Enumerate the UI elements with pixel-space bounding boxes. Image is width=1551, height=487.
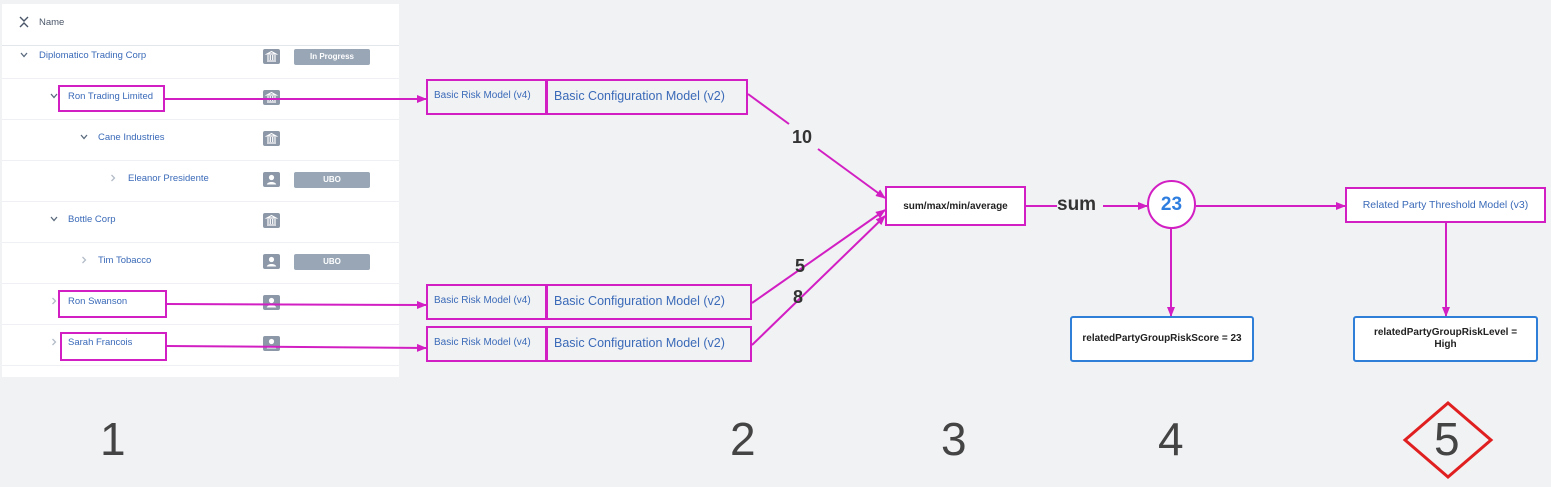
step-5-diamond-marker bbox=[1402, 401, 1494, 479]
tree-header: Name bbox=[2, 4, 399, 46]
person-icon bbox=[263, 295, 280, 310]
risk-model-label: Basic Risk Model (v4) bbox=[434, 337, 531, 348]
group-risk-level-result-box: relatedPartyGroupRiskLevel = High bbox=[1353, 316, 1538, 362]
group-risk-level-result-label: relatedPartyGroupRiskLevel = High bbox=[1373, 327, 1518, 350]
chevron-right-icon[interactable] bbox=[50, 338, 58, 346]
building-icon bbox=[263, 213, 280, 228]
threshold-model-label: Related Party Threshold Model (v3) bbox=[1362, 199, 1529, 211]
connector-entity-to-model bbox=[166, 343, 427, 352]
tree-row-label[interactable]: Ron Trading Limited bbox=[68, 91, 154, 102]
aggregation-method-label: sum/max/min/average bbox=[903, 200, 1008, 212]
tree-row-label[interactable]: Cane Industries bbox=[98, 132, 165, 143]
building-icon bbox=[263, 131, 280, 146]
highlight-ron-swanson bbox=[58, 290, 167, 318]
chevron-right-icon[interactable] bbox=[109, 174, 117, 182]
threshold-model-box[interactable]: Related Party Threshold Model (v3) bbox=[1345, 187, 1546, 223]
group-score-node: 23 bbox=[1147, 180, 1196, 229]
entity-tree-panel: Name Diplomatico Trading Corp In Progres… bbox=[2, 4, 399, 377]
chevron-right-icon[interactable] bbox=[80, 256, 88, 264]
tree-row[interactable]: Ron Swanson bbox=[2, 283, 399, 325]
connector-model-to-aggregation bbox=[751, 209, 886, 304]
aggregation-selected-label: sum bbox=[1057, 194, 1097, 215]
ubo-badge: UBO bbox=[294, 254, 370, 270]
person-icon bbox=[263, 254, 280, 269]
step-number: 1 bbox=[100, 413, 126, 465]
risk-model-label: Basic Risk Model (v4) bbox=[434, 295, 531, 306]
collapse-all-icon[interactable] bbox=[19, 16, 29, 28]
tree-row[interactable]: Cane Industries bbox=[2, 119, 399, 161]
tree-row-label[interactable]: Tim Tobacco bbox=[98, 255, 152, 266]
ubo-badge: UBO bbox=[294, 172, 370, 188]
config-model-label: Basic Configuration Model (v2) bbox=[554, 336, 725, 350]
tree-row-label[interactable]: Bottle Corp bbox=[68, 214, 116, 225]
highlight-sarah-francois bbox=[60, 332, 167, 361]
tree-row[interactable]: Diplomatico Trading Corp In Progress bbox=[2, 37, 399, 79]
score-label: 8 bbox=[793, 287, 804, 307]
connector-model-to-aggregation bbox=[747, 93, 790, 125]
tree-row[interactable]: Bottle Corp bbox=[2, 201, 399, 243]
group-score-result-box: relatedPartyGroupRiskScore = 23 bbox=[1070, 316, 1254, 362]
tree-row-label[interactable]: Eleanor Presidente bbox=[128, 173, 209, 184]
status-badge: In Progress bbox=[294, 49, 370, 65]
name-column-header[interactable]: Name bbox=[39, 17, 65, 28]
tree-row-label[interactable]: Sarah Francois bbox=[68, 337, 133, 348]
tree-row-label[interactable]: Ron Swanson bbox=[68, 296, 128, 307]
chevron-down-icon[interactable] bbox=[50, 215, 58, 223]
connector-model-to-aggregation bbox=[751, 215, 886, 346]
connector-entity-to-model bbox=[166, 300, 427, 309]
highlight-ron-trading-limited bbox=[58, 85, 165, 112]
group-score-value: 23 bbox=[1160, 193, 1183, 215]
step-number: 3 bbox=[941, 413, 967, 465]
tree-row-label[interactable]: Diplomatico Trading Corp bbox=[39, 50, 147, 61]
config-model-box[interactable] bbox=[546, 79, 748, 115]
chevron-down-icon[interactable] bbox=[50, 92, 58, 100]
config-model-box[interactable] bbox=[546, 326, 752, 362]
chevron-down-icon[interactable] bbox=[80, 133, 88, 141]
score-label: 10 bbox=[792, 127, 813, 147]
score-label: 5 bbox=[795, 256, 806, 276]
aggregation-method-box[interactable]: sum/max/min/average bbox=[885, 186, 1026, 226]
chevron-down-icon[interactable] bbox=[20, 51, 28, 59]
tree-row[interactable]: Tim Tobacco UBO bbox=[2, 242, 399, 284]
step-number: 4 bbox=[1158, 413, 1184, 465]
person-icon bbox=[263, 172, 280, 187]
step-number: 2 bbox=[730, 413, 756, 465]
config-model-label: Basic Configuration Model (v2) bbox=[554, 89, 725, 103]
group-score-result-label: relatedPartyGroupRiskScore = 23 bbox=[1082, 333, 1242, 344]
chevron-right-icon[interactable] bbox=[50, 297, 58, 305]
risk-model-label: Basic Risk Model (v4) bbox=[434, 90, 531, 101]
connector-model-to-aggregation bbox=[817, 148, 886, 199]
step-number: 5 bbox=[1434, 413, 1460, 465]
config-model-label: Basic Configuration Model (v2) bbox=[554, 294, 725, 308]
building-icon bbox=[263, 49, 280, 64]
config-model-box[interactable] bbox=[546, 284, 752, 320]
tree-row[interactable]: Eleanor Presidente UBO bbox=[2, 160, 399, 202]
